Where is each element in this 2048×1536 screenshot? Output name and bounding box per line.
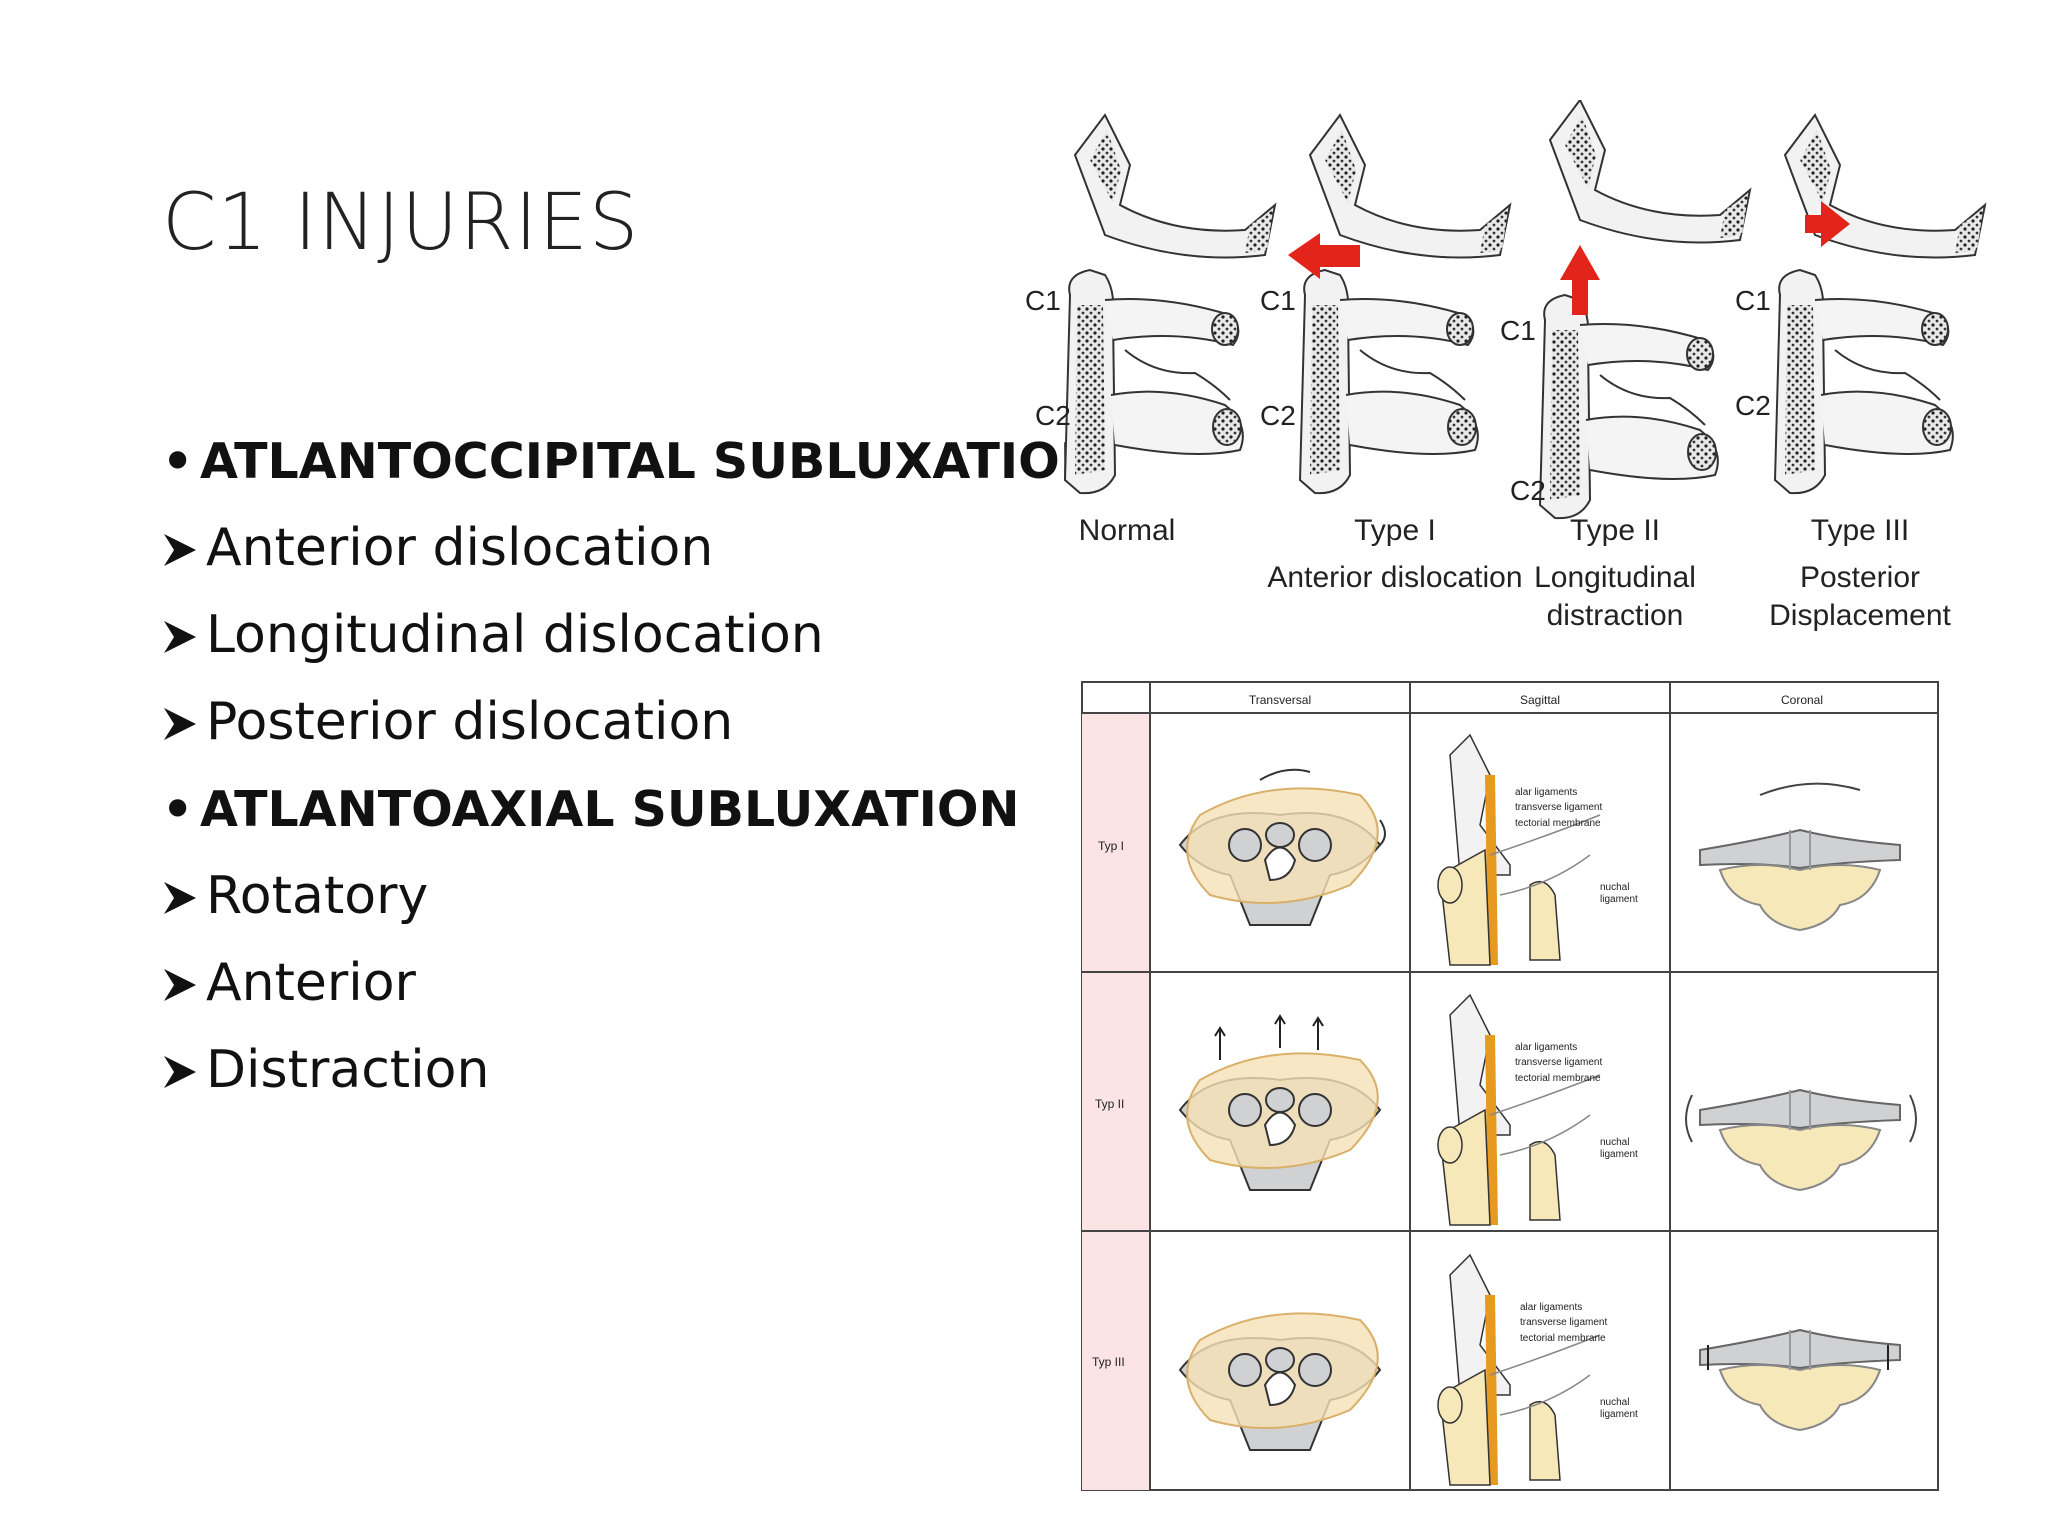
panel-type-i: C1 C2 [1260,114,1511,495]
label-alar-ligaments: alar ligaments [1520,1302,1582,1313]
caption-type-i: Type I [1354,514,1436,547]
label-alar-ligaments: alar ligaments [1515,1042,1577,1053]
vertical-arrows-icon [1707,1345,1889,1370]
red-arrow-right-icon [1805,201,1850,247]
caption-type-iii-sub: Posterior [1800,561,1920,594]
panel-type-iii: C1 C2 [1735,114,1986,495]
label-ligament: ligament [1600,1409,1638,1420]
c2-label: C2 [1735,390,1771,421]
panel-type-ii: C1 C2 [1500,100,1751,520]
c1-label: C1 [1025,285,1061,316]
sub-item-text: Anterior [206,953,416,1013]
c2-label: C2 [1035,400,1071,431]
label-tectorial-membrane: tectorial membrane [1520,1333,1606,1344]
bullet-text: ATLANTOCCIPITAL SUBLUXATION [200,433,1101,490]
row-header-band [1082,713,1150,1490]
label-transverse-ligament: transverse ligament [1515,1057,1602,1068]
sub-item-text: Distraction [206,1040,490,1100]
label-ligament: ligament [1600,894,1638,905]
sub-item-text: Longitudinal dislocation [206,605,824,665]
caption-normal: Normal [1079,514,1176,547]
red-arrow-up-icon [1560,245,1600,315]
arrowhead-bullet-icon [162,508,206,595]
sub-item: Posterior dislocation [162,679,1022,766]
caption-type-ii-sub2: distraction [1547,599,1684,632]
slide-title: C1 INJURIES [162,178,640,268]
column-header-transversal: Transversal [1249,693,1311,707]
sub-item: Rotatory [162,853,1022,940]
label-tectorial-membrane: tectorial membrane [1515,818,1601,829]
c2-label: C2 [1260,400,1296,431]
row-typ-i [1179,734,1901,966]
caption-type-iii-sub2: Displacement [1769,599,1951,632]
atlantoaxial-subluxation-table: Transversal Sagittal Coronal Typ I Typ I… [1081,681,1939,1491]
label-transverse-ligament: transverse ligament [1515,802,1602,813]
sub-item: Longitudinal dislocation [162,592,1022,679]
label-nuchal: nuchal [1600,882,1629,893]
panel-normal: C1 C2 [1025,114,1276,495]
bullet-item: •ATLANTOCCIPITAL SUBLUXATION [162,418,1101,505]
row-typ-ii [1179,994,1917,1226]
column-header-sagittal: Sagittal [1520,693,1560,707]
sub-item: Anterior [162,940,1022,1027]
row-typ-iii [1179,1254,1901,1486]
bullet-item: •ATLANTOAXIAL SUBLUXATION [162,766,1022,853]
row-header-typ-i: Typ I [1098,839,1124,853]
row-header-typ-ii: Typ II [1095,1097,1124,1111]
label-ligament: ligament [1600,1149,1638,1160]
arrowhead-bullet-icon [162,595,206,682]
label-nuchal: nuchal [1600,1397,1629,1408]
c1-label: C1 [1500,315,1536,346]
bullet-dot-icon: • [162,781,194,838]
arrowhead-bullet-icon [162,856,206,943]
sub-item-text: Rotatory [206,866,429,926]
label-nuchal: nuchal [1600,1137,1629,1148]
sagittal-annotations: alar ligaments transverse ligament tecto… [1515,787,1638,1420]
arrowhead-bullet-icon [162,1030,206,1117]
bullet-list: •ATLANTOCCIPITAL SUBLUXATION Anterior di… [162,418,1101,1114]
sub-item: Anterior dislocation [162,505,1022,592]
red-arrow-left-icon [1288,233,1360,279]
label-tectorial-membrane: tectorial membrane [1515,1073,1601,1084]
row-header-typ-iii: Typ III [1092,1355,1125,1369]
label-transverse-ligament: transverse ligament [1520,1317,1607,1328]
sub-item-text: Posterior dislocation [206,692,734,752]
caption-type-i-sub: Anterior dislocation [1267,561,1522,594]
caption-type-iii: Type III [1811,514,1909,547]
arrowhead-bullet-icon [162,943,206,1030]
column-header-coronal: Coronal [1781,693,1823,707]
c2-label: C2 [1510,475,1546,506]
rotation-arrow-icon [1259,768,1311,781]
caption-type-ii: Type II [1570,514,1660,547]
bullet-text: ATLANTOAXIAL SUBLUXATION [200,781,1020,838]
sub-item-text: Anterior dislocation [206,518,714,578]
c1-label: C1 [1735,285,1771,316]
sub-item: Distraction [162,1027,1022,1114]
label-alar-ligaments: alar ligaments [1515,787,1577,798]
up-arrow-icon [1274,1014,1286,1048]
up-arrow-icon [1214,1026,1226,1060]
atlantoccipital-dislocation-figure: C1 C2 Normal C1 C2 Type I Anterior dislo… [1025,100,1986,632]
up-arrow-icon [1312,1016,1324,1050]
bullet-dot-icon: • [162,433,194,490]
c1-label: C1 [1260,285,1296,316]
arrowhead-bullet-icon [162,682,206,769]
caption-type-ii-sub: Longitudinal [1534,561,1696,594]
